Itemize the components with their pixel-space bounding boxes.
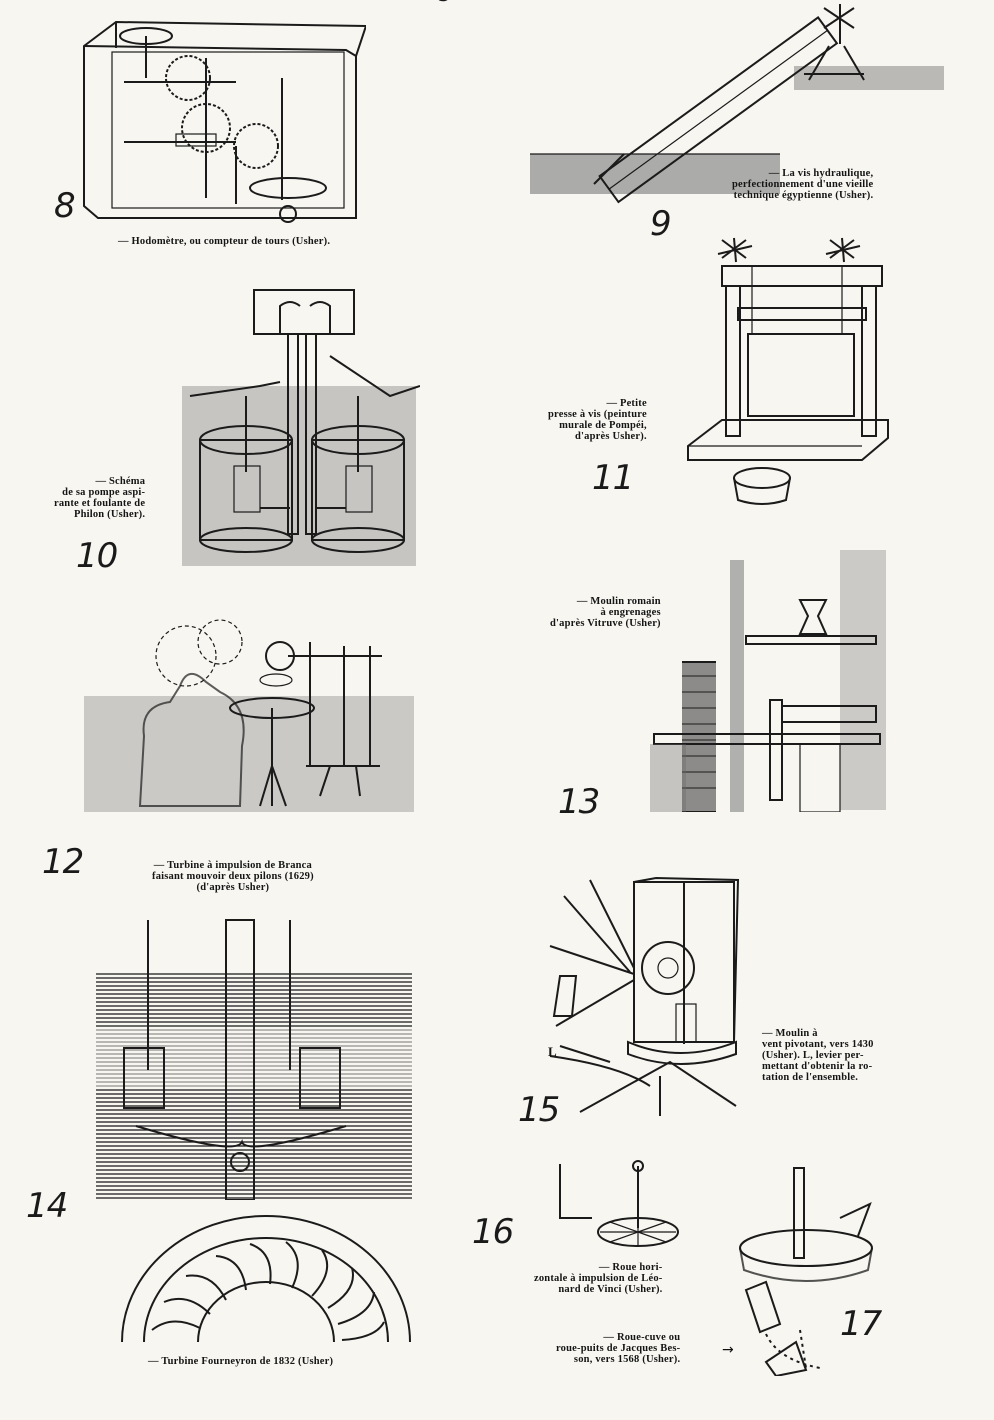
figure-13-mill-illustration <box>650 546 890 812</box>
figure-15-caption: — Moulin à vent pivotant, vers 1430 (Ush… <box>762 1028 874 1083</box>
figure-17-tub-wheel-illustration <box>730 1164 896 1376</box>
figure-9-screw-illustration <box>524 4 944 204</box>
figure-12-turbine-illustration <box>80 616 430 826</box>
page-number-mark: 8 <box>436 0 453 8</box>
figure-15-windmill-illustration <box>540 876 744 1122</box>
figure-13-caption: — Moulin romain à engrenages d'après Vit… <box>550 596 661 629</box>
figure-10-caption: — Schéma de sa pompe aspi- rante et foul… <box>54 476 146 520</box>
figure-14-number: 14 <box>26 1186 68 1226</box>
figure-15-lever-label: L <box>548 1044 557 1059</box>
figure-14-turbine-wheel-illustration <box>116 1210 416 1344</box>
figure-8-odometer-illustration <box>76 18 366 228</box>
figure-14-turbine-section-illustration <box>96 916 412 1200</box>
figure-10-pump-illustration <box>150 286 420 572</box>
figure-9-caption: — La vis hydraulique, perfectionnement d… <box>732 168 874 201</box>
figure-15-number: 15 <box>518 1090 560 1130</box>
figure-16-caption: — Roue hori- zontale à impulsion de Léo-… <box>534 1262 663 1295</box>
figure-11-press-illustration <box>682 232 896 512</box>
figure-17-caption: — Roue-cuve ou roue-puits de Jacques Bes… <box>556 1332 681 1365</box>
figure-11-caption: — Petite presse à vis (peinture murale d… <box>548 398 647 442</box>
figure-12-number: 12 <box>42 842 84 882</box>
figure-10-number: 10 <box>76 536 118 576</box>
figure-14-caption: — Turbine Fourneyron de 1832 (Usher) <box>148 1356 334 1367</box>
figure-13-number: 13 <box>558 782 600 822</box>
figure-8-number: 8 <box>54 186 76 226</box>
figure-17-number: 17 <box>840 1304 882 1344</box>
figure-16-horizontal-wheel-illustration <box>552 1160 700 1260</box>
figure-9-number: 9 <box>650 204 672 244</box>
figure-12-caption: — Turbine à impulsion de Branca faisant … <box>152 860 314 893</box>
figure-8-caption: — Hodomètre, ou compteur de tours (Usher… <box>118 236 331 247</box>
figure-16-number: 16 <box>472 1212 514 1252</box>
figure-17-pointer-arrow: → <box>722 1342 734 1358</box>
figure-11-number: 11 <box>592 458 634 498</box>
